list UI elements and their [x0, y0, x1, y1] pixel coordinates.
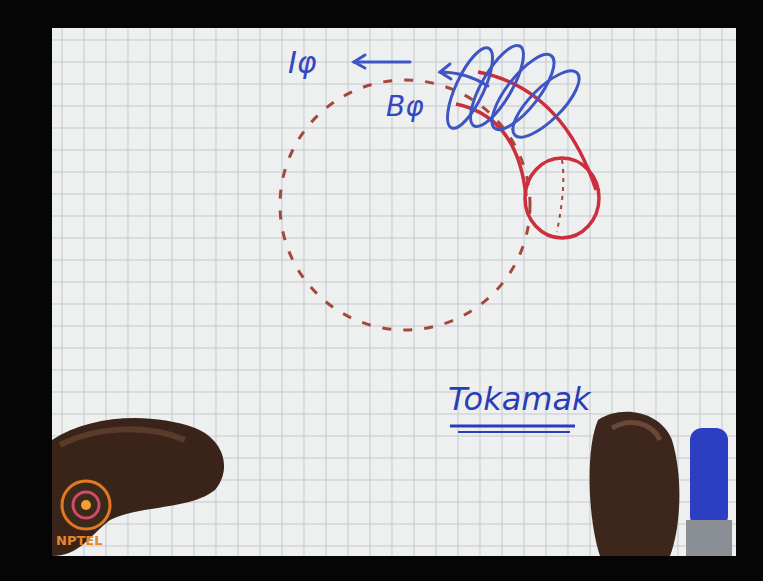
marker — [686, 428, 732, 556]
current-label: Iφ — [288, 46, 317, 79]
hand-right — [590, 412, 680, 556]
nptel-logo — [62, 481, 110, 529]
torus-cross-section — [525, 158, 599, 238]
current-arrow — [354, 55, 410, 68]
field-label: Bφ — [386, 92, 424, 123]
title-underline — [458, 431, 570, 433]
field-arrow — [440, 64, 488, 86]
title: Tokamak — [448, 382, 591, 417]
title-underline — [450, 425, 575, 428]
paper — [52, 28, 736, 556]
grid — [52, 28, 736, 556]
watermark: NPTEL — [56, 534, 102, 548]
hand-left — [52, 418, 224, 556]
field-loops — [439, 39, 589, 147]
hidden-edge — [557, 160, 563, 232]
